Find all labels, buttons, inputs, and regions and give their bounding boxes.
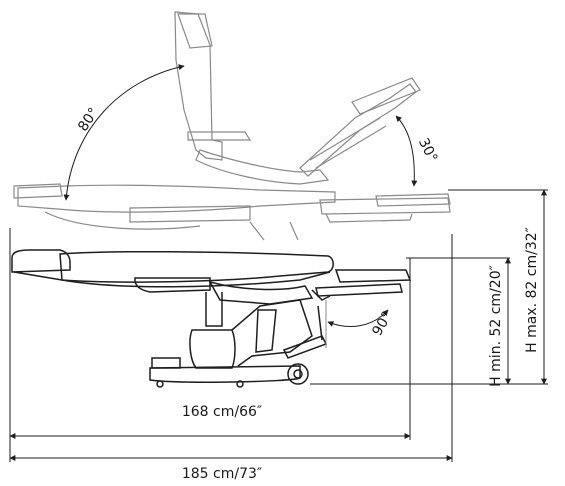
castor-wheel [287, 363, 309, 385]
couch-edge [13, 271, 331, 288]
footrest-rail [315, 283, 403, 297]
ghost-flat-base [129, 205, 251, 223]
base-foot [156, 380, 164, 388]
label-angle-footrest: 90° [369, 309, 395, 339]
footrest [334, 269, 412, 283]
label-total-length: 185 cm/73″ [182, 466, 262, 482]
ghost-headpad [177, 13, 213, 49]
ghost-legrest-rail [309, 117, 387, 169]
ghost-positions [13, 11, 451, 241]
ghost-seat [195, 149, 330, 185]
ghost-legrest-pad [351, 77, 421, 115]
arc-footrest-90 [327, 309, 389, 327]
ghost-legrest [299, 83, 417, 177]
lift-column [205, 292, 223, 327]
label-height-max: H max. 82 cm/32″ [524, 227, 540, 353]
ghost-footrest-pad [375, 193, 451, 207]
castor-hub [293, 369, 303, 379]
lift-housing [189, 329, 236, 369]
label-angle-backrest: 80° [75, 105, 102, 135]
ghost-backrest [174, 11, 223, 161]
label-height-min: H min. 52 cm/20″ [488, 265, 504, 387]
ghost-flat-couch [17, 184, 336, 213]
arm-linkage [231, 299, 313, 367]
ghost-column [249, 221, 299, 241]
base-plate [151, 357, 181, 369]
angle-arcs [63, 64, 418, 348]
label-seat-length: 168 cm/66″ [182, 404, 262, 420]
arc-legrest-30 [395, 115, 418, 187]
ghost-flat-under [44, 211, 201, 230]
ghost-armrest [187, 131, 252, 141]
ghost-headrest [13, 183, 63, 199]
side-plate [255, 309, 277, 353]
main-chair [11, 249, 412, 388]
foot-pedal [282, 335, 328, 359]
base-foot-2 [236, 380, 244, 388]
footrest-bracket [311, 289, 331, 301]
dimension-lines [9, 189, 548, 462]
label-angle-legrest: 30° [415, 136, 440, 165]
couch-top [59, 250, 334, 283]
arc-backrest-80 [63, 64, 185, 201]
ghost-footrest-rail [325, 213, 413, 223]
pedal-rod [317, 305, 323, 341]
ghost-footrest [319, 197, 451, 215]
headrest [11, 249, 71, 273]
seat-shell [134, 277, 211, 293]
